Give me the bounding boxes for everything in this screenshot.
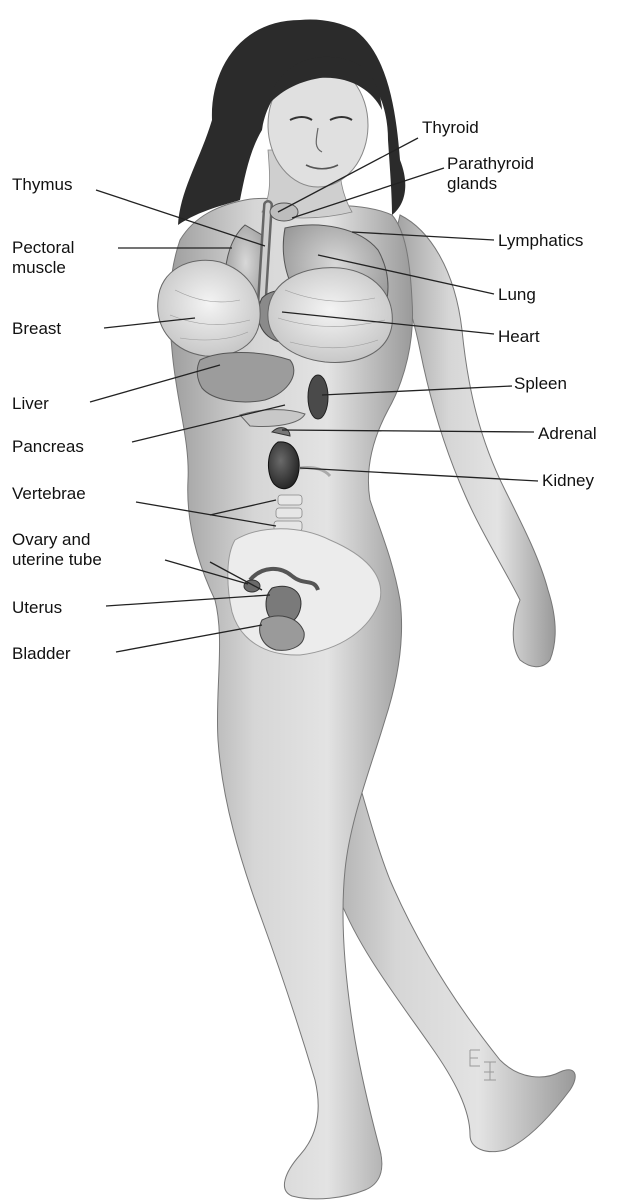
breast-right <box>268 268 392 363</box>
label-breast: Breast <box>12 319 61 339</box>
kidney-organ <box>268 442 299 489</box>
label-ovary-and-uterine-tube: Ovary and uterine tube <box>12 530 102 570</box>
label-vertebrae: Vertebrae <box>12 484 86 504</box>
label-spleen: Spleen <box>514 374 567 394</box>
label-parathyroid-line-2: glands <box>447 174 534 194</box>
label-parathyroid-line-1: Parathyroid <box>447 154 534 174</box>
label-uterus: Uterus <box>12 598 62 618</box>
label-thymus: Thymus <box>12 175 72 195</box>
label-kidney: Kidney <box>542 471 594 491</box>
label-pectoral-muscle: Pectoral muscle <box>12 238 74 278</box>
label-lung: Lung <box>498 285 536 305</box>
label-ovary-line-2: uterine tube <box>12 550 102 570</box>
label-pancreas: Pancreas <box>12 437 84 457</box>
spleen-organ <box>308 375 328 419</box>
vertebrae-organ <box>274 495 302 531</box>
label-pectoral-line-2: muscle <box>12 258 74 278</box>
right-arm <box>392 215 555 667</box>
label-parathyroid-glands: Parathyroid glands <box>447 154 534 194</box>
label-liver: Liver <box>12 394 49 414</box>
label-heart: Heart <box>498 327 540 347</box>
label-adrenal: Adrenal <box>538 424 597 444</box>
thyroid-gland <box>270 203 298 221</box>
label-lymphatics: Lymphatics <box>498 231 583 251</box>
label-thyroid: Thyroid <box>422 118 479 138</box>
label-bladder: Bladder <box>12 644 71 664</box>
label-ovary-line-1: Ovary and <box>12 530 102 550</box>
label-pectoral-line-1: Pectoral <box>12 238 74 258</box>
